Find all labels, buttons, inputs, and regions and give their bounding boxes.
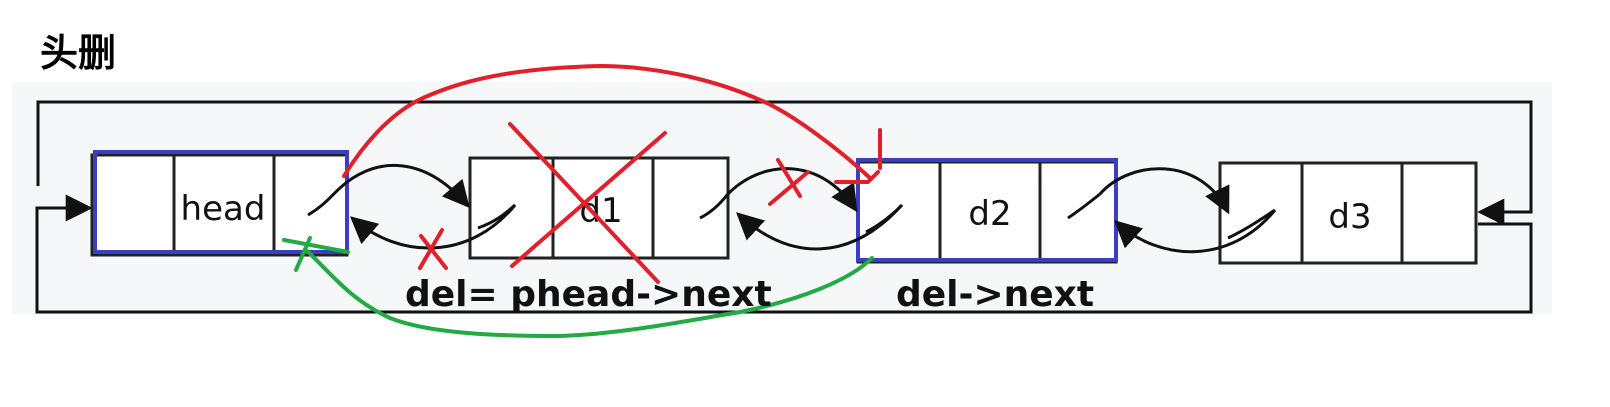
head-highlight	[93, 150, 349, 254]
node-label-head: head	[181, 189, 266, 229]
d2-highlight	[856, 158, 1118, 262]
diagram-title: 头删	[40, 31, 117, 75]
link-d2-to-d1	[736, 203, 904, 251]
new-next-link-head-to-d2	[342, 64, 872, 180]
d1-cross-line-b	[510, 131, 667, 268]
node-label-d3: d3	[1328, 197, 1371, 237]
node-head: head	[90, 150, 349, 257]
node-d1: d1	[468, 156, 730, 260]
node-label-d2: d2	[968, 194, 1011, 234]
red-annotations	[342, 64, 882, 284]
circular-link-bottom	[35, 194, 1533, 314]
circular-link-top	[36, 100, 1533, 226]
node-d2: d2	[856, 158, 1118, 264]
new-next-arrow-head	[834, 128, 882, 184]
link-d2-to-d3	[1098, 167, 1230, 215]
link-d1-to-head	[349, 204, 517, 250]
cross-mark-d1-next	[768, 158, 810, 206]
label-del-assign: del= phead->next	[405, 274, 772, 315]
node-label-d1: d1	[579, 191, 622, 231]
new-prev-link-d2-to-head	[304, 248, 874, 338]
cross-mark-head-prev	[418, 228, 448, 270]
new-prev-arrow-head	[282, 236, 350, 272]
node-d3: d3	[1218, 161, 1478, 265]
green-annotations	[282, 236, 874, 338]
label-del-next: del->next	[896, 274, 1094, 315]
link-head-to-d1	[338, 163, 470, 209]
link-d3-to-d2	[1114, 209, 1277, 254]
link-d1-to-d2	[725, 167, 858, 213]
